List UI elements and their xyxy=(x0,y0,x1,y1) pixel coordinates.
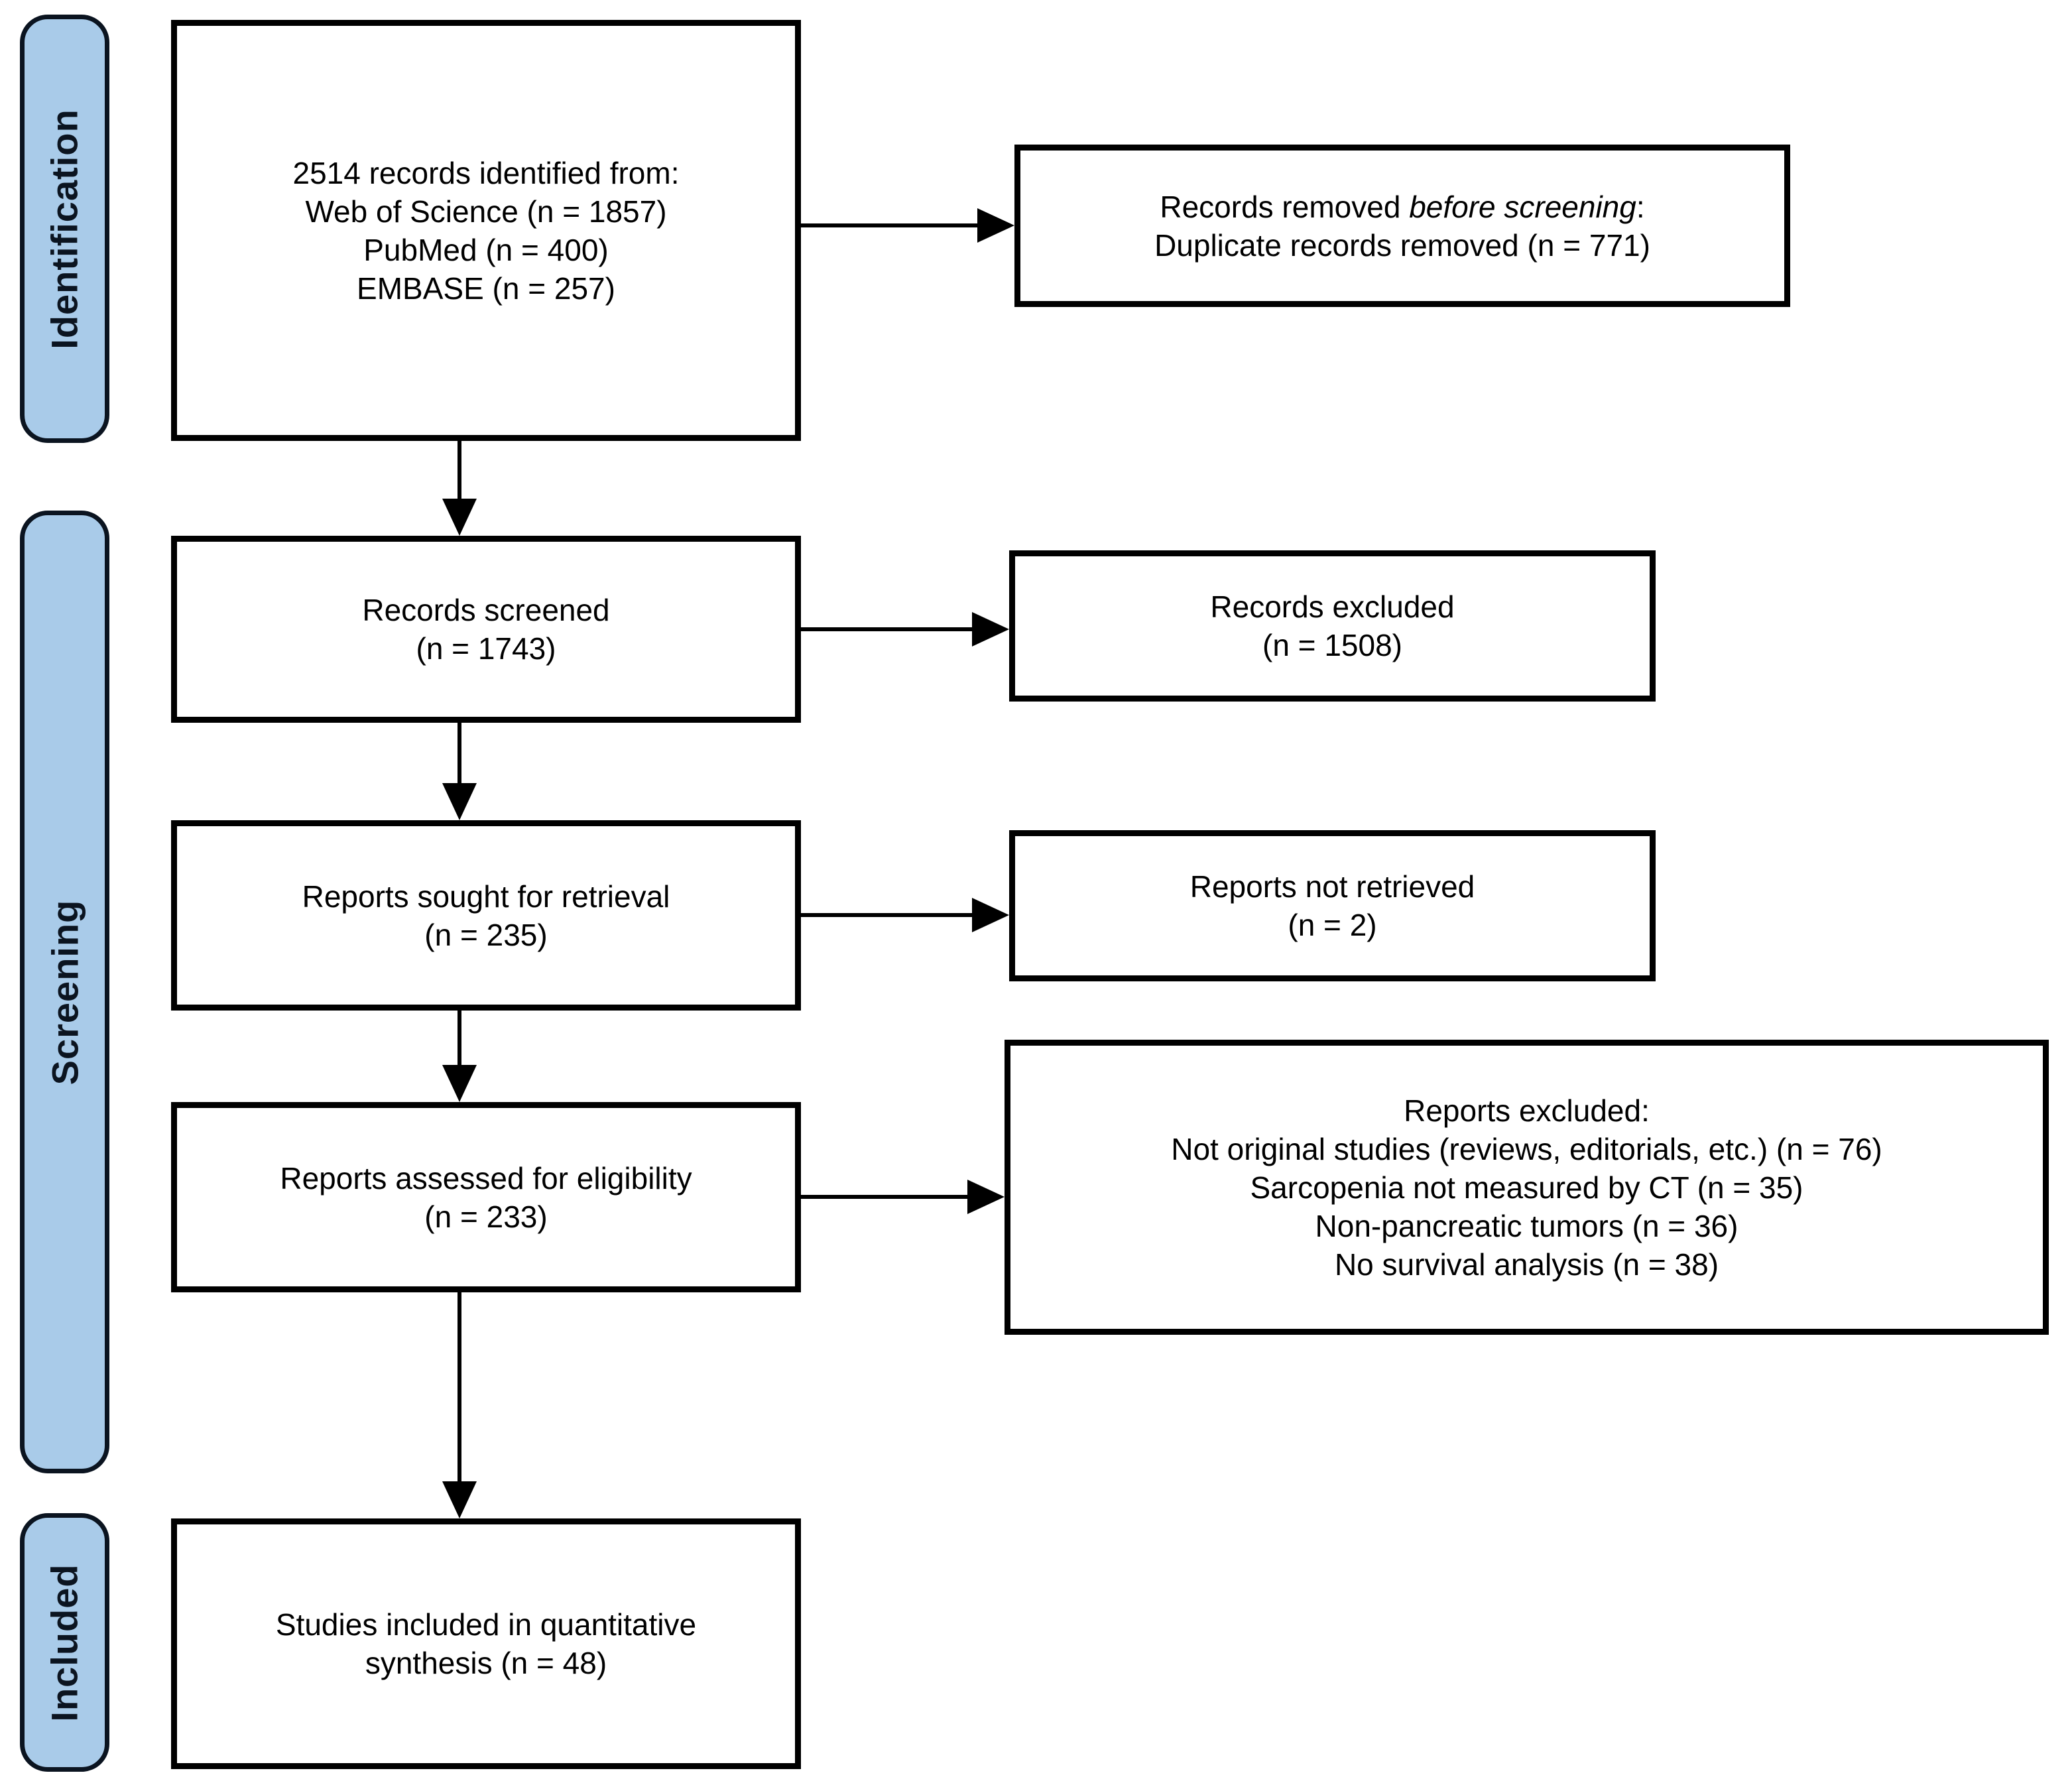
box-text-line: Not original studies (reviews, editorial… xyxy=(1171,1131,1882,1166)
box-text-line: Sarcopenia not measured by CT (n = 35) xyxy=(1250,1170,1803,1205)
box-records-excluded: Records excluded (n = 1508) xyxy=(1009,550,1656,702)
box-text-line: (n = 1508) xyxy=(1262,628,1402,662)
box-text-line: Records excluded xyxy=(1210,589,1455,624)
box-reports-not-retrieved: Reports not retrieved (n = 2) xyxy=(1009,830,1656,981)
box-reports-sought: Reports sought for retrieval (n = 235) xyxy=(171,820,801,1011)
stage-bar-included: Included xyxy=(20,1513,109,1772)
box-text-line: PubMed (n = 400) xyxy=(363,232,609,267)
box-text-segment: : xyxy=(1636,189,1645,224)
box-studies-included: Studies included in quantitative synthes… xyxy=(171,1518,801,1769)
box-text-segment: Records removed xyxy=(1160,189,1410,224)
box-text-line: No survival analysis (n = 38) xyxy=(1334,1247,1719,1282)
box-text-line: Reports excluded: xyxy=(1404,1093,1650,1128)
box-text-line: (n = 235) xyxy=(424,917,548,952)
box-text-line: (n = 233) xyxy=(424,1199,548,1234)
box-text-line: Records screened xyxy=(362,593,610,627)
box-records-screened: Records screened (n = 1743) xyxy=(171,536,801,723)
box-text-line: Reports sought for retrieval xyxy=(302,879,670,914)
box-text-line: Studies included in quantitative xyxy=(275,1607,697,1642)
box-text-line: Duplicate records removed (n = 771) xyxy=(1154,227,1650,263)
box-text-line: Web of Science (n = 1857) xyxy=(305,194,667,229)
box-records-removed: Records removed before screening: Duplic… xyxy=(1014,145,1790,307)
box-text-line: EMBASE (n = 257) xyxy=(357,271,615,306)
box-text-line: synthesis (n = 48) xyxy=(365,1646,607,1680)
box-text-segment-italic: before screening xyxy=(1409,189,1636,224)
stage-label-included: Included xyxy=(44,1563,86,1722)
box-reports-assessed: Reports assessed for eligibility (n = 23… xyxy=(171,1102,801,1292)
box-text-line: Non-pancreatic tumors (n = 36) xyxy=(1315,1208,1738,1243)
box-text-line: Records removed before screening: xyxy=(1160,188,1644,226)
stage-label-screening: Screening xyxy=(44,899,86,1085)
stage-bar-screening: Screening xyxy=(20,511,109,1473)
stage-label-identification: Identification xyxy=(44,108,86,349)
box-records-identified: 2514 records identified from: Web of Sci… xyxy=(171,20,801,441)
box-text-line: (n = 2) xyxy=(1288,908,1377,942)
box-text-line: Reports not retrieved xyxy=(1189,869,1475,904)
stage-bar-identification: Identification xyxy=(20,15,109,443)
box-text-line: 2514 records identified from: xyxy=(292,155,680,190)
box-text-line: Reports assessed for eligibility xyxy=(280,1160,692,1196)
box-text-line: (n = 1743) xyxy=(416,631,556,666)
box-reports-excluded: Reports excluded: Not original studies (… xyxy=(1005,1040,2049,1335)
